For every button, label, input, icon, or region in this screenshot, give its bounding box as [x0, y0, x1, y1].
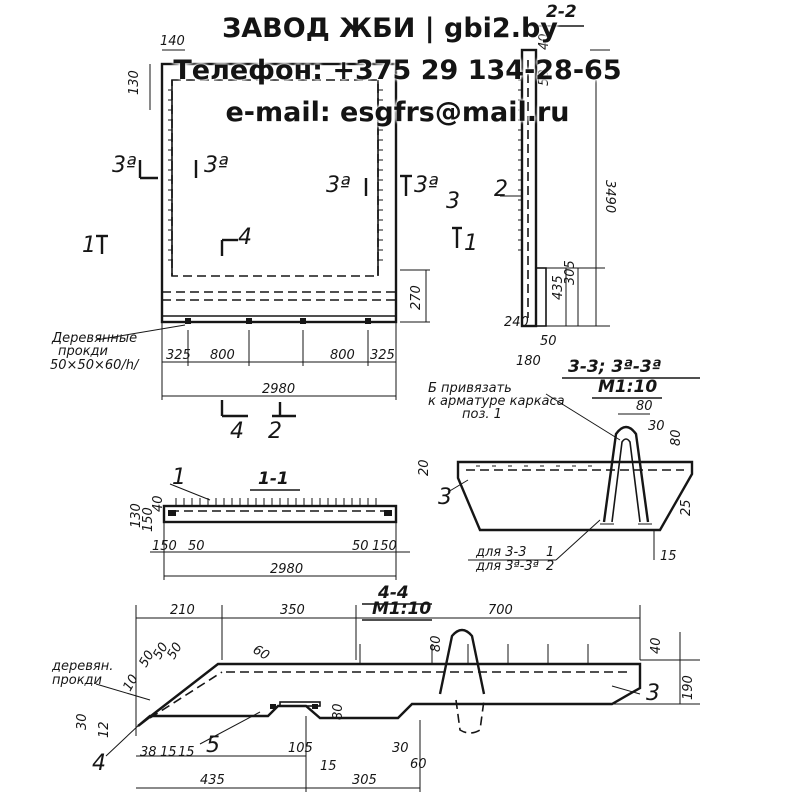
dim-15-s4c: 15: [178, 745, 195, 760]
dim-15-s4b: 15: [160, 745, 177, 760]
section-3-3: 3-3; 3ª-3ª M1:10 Б привязать к арматуре …: [417, 357, 700, 574]
note-bind-label3: поз. 1: [462, 407, 502, 422]
note-bind-label2: к арматуре каркаса: [428, 394, 565, 409]
dim-60-s4b: 60: [410, 757, 427, 772]
dim-305: 305: [563, 260, 578, 285]
cut-3a-left2-label: 3ª: [204, 153, 228, 178]
dim-50-s4c: 50: [164, 640, 185, 662]
section-4-4: 4-4 M1:10 210 350 700 40 190 80 60 50 50: [51, 583, 700, 792]
section-2-2-title: 2-2: [546, 2, 577, 22]
dim-2980: 2980: [262, 382, 295, 397]
wood-pads-s4b: прокди: [52, 673, 102, 688]
pos-2-label: 2: [494, 177, 508, 202]
for-3a-value: 2: [546, 559, 554, 574]
for-3a-label: для 3ª-3ª: [475, 559, 539, 574]
dim-150-s1: 150: [152, 539, 177, 554]
dim-40-s2: 40: [537, 33, 552, 50]
section-3-3-title: 3-3; 3ª-3ª: [568, 357, 661, 377]
dim-15-s3: 15: [660, 549, 677, 564]
dim-20-s3: 20: [417, 459, 432, 476]
dim-190-s4: 190: [681, 675, 696, 700]
dim-305-s4: 305: [352, 773, 377, 788]
dim-105: 105: [288, 741, 313, 756]
dim-50-s1b: 50: [352, 539, 369, 554]
dim-180: 180: [516, 354, 541, 369]
dim-325-right: 325: [370, 348, 395, 363]
dim-60-s4: 60: [250, 642, 272, 663]
dim-40-s1: 40: [151, 495, 166, 512]
dim-80-s4: 80: [429, 635, 444, 652]
dim-130: 130: [127, 70, 142, 95]
dim-150-s1r: 150: [372, 539, 397, 554]
cut-4-top-label: 4: [238, 225, 252, 250]
header-phone-line: Телефон: +375 29 134-28-65: [173, 55, 622, 86]
wood-pads-label2: прокди: [58, 344, 108, 359]
dim-50-s2: 50: [540, 334, 557, 349]
wood-pads-size: 50×50×60/h/: [50, 358, 140, 373]
dim-350: 350: [280, 603, 305, 618]
dim-12-s4: 12: [97, 721, 112, 738]
for-3-3-label: для 3-3: [475, 545, 526, 560]
header-factory-line: ЗАВОД ЖБИ | gbi2.by: [222, 13, 558, 44]
cut-4-bottom-label: 4: [230, 419, 244, 444]
pos-1-label: 1: [172, 465, 186, 490]
dim-270: 270: [409, 285, 424, 310]
dim-38-s4: 38: [140, 745, 157, 760]
cut-3a-mid-label: 3ª: [326, 173, 350, 198]
pos-5-label: 5: [206, 733, 220, 758]
dim-50-s2b: 50: [537, 69, 552, 86]
dim-80-s3v: 80: [669, 429, 684, 446]
dim-435-s4: 435: [200, 773, 225, 788]
dim-325-left: 325: [166, 348, 191, 363]
dim-210: 210: [170, 603, 195, 618]
dim-80-top: 80: [636, 399, 653, 414]
dim-800-right: 800: [330, 348, 355, 363]
pos-3-sec4-label: 3: [646, 681, 660, 706]
note-bind-label: Б привязать: [428, 381, 512, 396]
dim-25-s3: 25: [679, 499, 694, 516]
dim-50-s4a: 50: [136, 648, 157, 670]
watermark-header: ЗАВОД ЖБИ | gbi2.by Телефон: +375 29 134…: [0, 8, 800, 134]
dim-3490: 3490: [602, 180, 617, 213]
pos-3-sec-label: 3: [438, 485, 452, 510]
dim-50-s4b: 50: [150, 640, 171, 662]
dim-15-s4: 15: [320, 759, 337, 774]
wood-pads-label: Деревянные: [51, 331, 137, 346]
dim-800-left: 800: [210, 348, 235, 363]
dim-50-s1a: 50: [188, 539, 205, 554]
pos-4-label: 4: [92, 751, 106, 776]
dim-240: 240: [504, 315, 529, 330]
section-1-1: 1-1 1 130 150 40 150 50 50 150 2980: [129, 465, 410, 580]
section-4-4-title: 4-4: [377, 583, 409, 603]
dim-80-s4b: 80: [331, 703, 346, 720]
dim-2980-s1: 2980: [270, 562, 303, 577]
dim-700: 700: [488, 603, 513, 618]
dim-30-s3: 30: [648, 419, 665, 434]
pos-3-right-label: 3: [446, 189, 460, 214]
cut-3a-left-label: 3ª: [112, 153, 136, 178]
section-3-3-scale: M1:10: [598, 377, 657, 397]
dim-30-s4: 30: [392, 741, 409, 756]
wood-pads-s4: деревян.: [51, 659, 113, 674]
section-2-2: 2-2 3490 435 305 50 180 40 50 2: [494, 2, 617, 369]
cut-1-left-label: 1: [82, 233, 96, 258]
cut-1-right-label: 1: [464, 231, 478, 256]
dim-50-s4d: 30: [75, 713, 90, 730]
dim-40-s4: 40: [649, 637, 664, 654]
section-1-1-title: 1-1: [258, 469, 289, 489]
header-email-line: e-mail: esgfrs@mail.ru: [225, 97, 570, 128]
dim-140: 140: [160, 34, 185, 49]
section-4-4-scale: M1:10: [372, 599, 431, 619]
cut-3a-mid2-label: 3ª: [414, 173, 438, 198]
cut-2-bottom-label: 2: [268, 419, 282, 444]
for-3-3-value: 1: [546, 545, 554, 560]
dim-130-s1: 130: [129, 503, 144, 528]
dim-10-s4: 10: [120, 672, 141, 694]
dim-150-s1v: 150: [141, 507, 156, 532]
dim-435: 435: [551, 275, 566, 300]
